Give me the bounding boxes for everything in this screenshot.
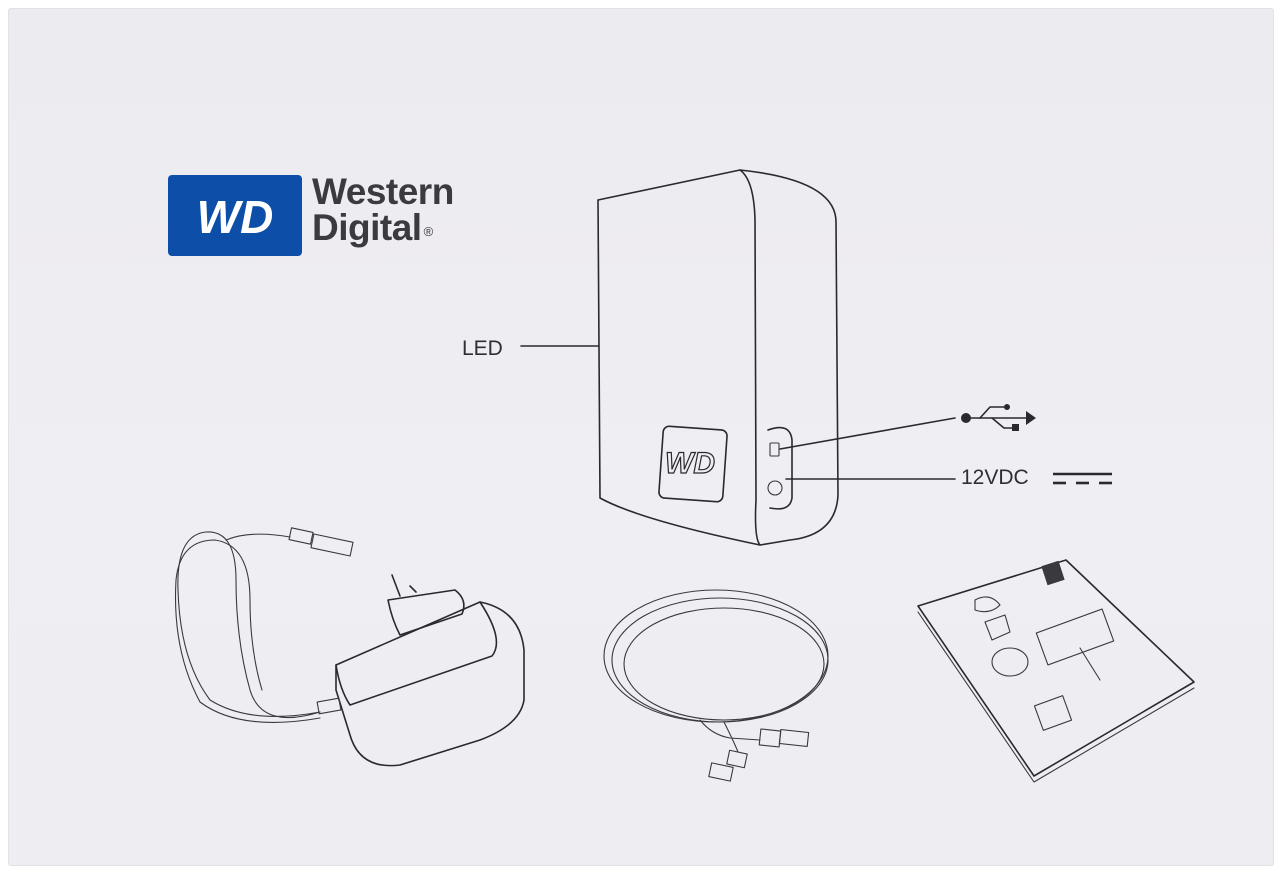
registered-mark: ® xyxy=(423,224,434,239)
guide-booklet-illustration xyxy=(917,559,1195,783)
dc-power-icon xyxy=(1053,472,1112,485)
wd-logo-mark: WD xyxy=(197,191,274,243)
ac-adapter-illustration xyxy=(175,527,525,767)
usb-icon xyxy=(961,404,1036,431)
external-drive-illustration: WD xyxy=(520,169,956,546)
drive-badge-logo: WD xyxy=(665,447,715,480)
brand-name-line2: Digital® xyxy=(312,207,454,248)
brand-name-line1: Western xyxy=(312,171,454,212)
led-label: LED xyxy=(462,337,503,360)
power-port xyxy=(767,480,783,496)
brand-name-digital: Digital xyxy=(312,207,422,248)
brand-name: Western Digital® xyxy=(312,171,454,248)
wd-logo-letters: WD xyxy=(197,191,274,243)
power-label: 12VDC xyxy=(961,466,1029,489)
drive-badge xyxy=(658,425,728,503)
usb-port xyxy=(769,442,780,457)
usb-cable-illustration xyxy=(603,589,829,782)
wd-logo: WD xyxy=(168,175,302,256)
